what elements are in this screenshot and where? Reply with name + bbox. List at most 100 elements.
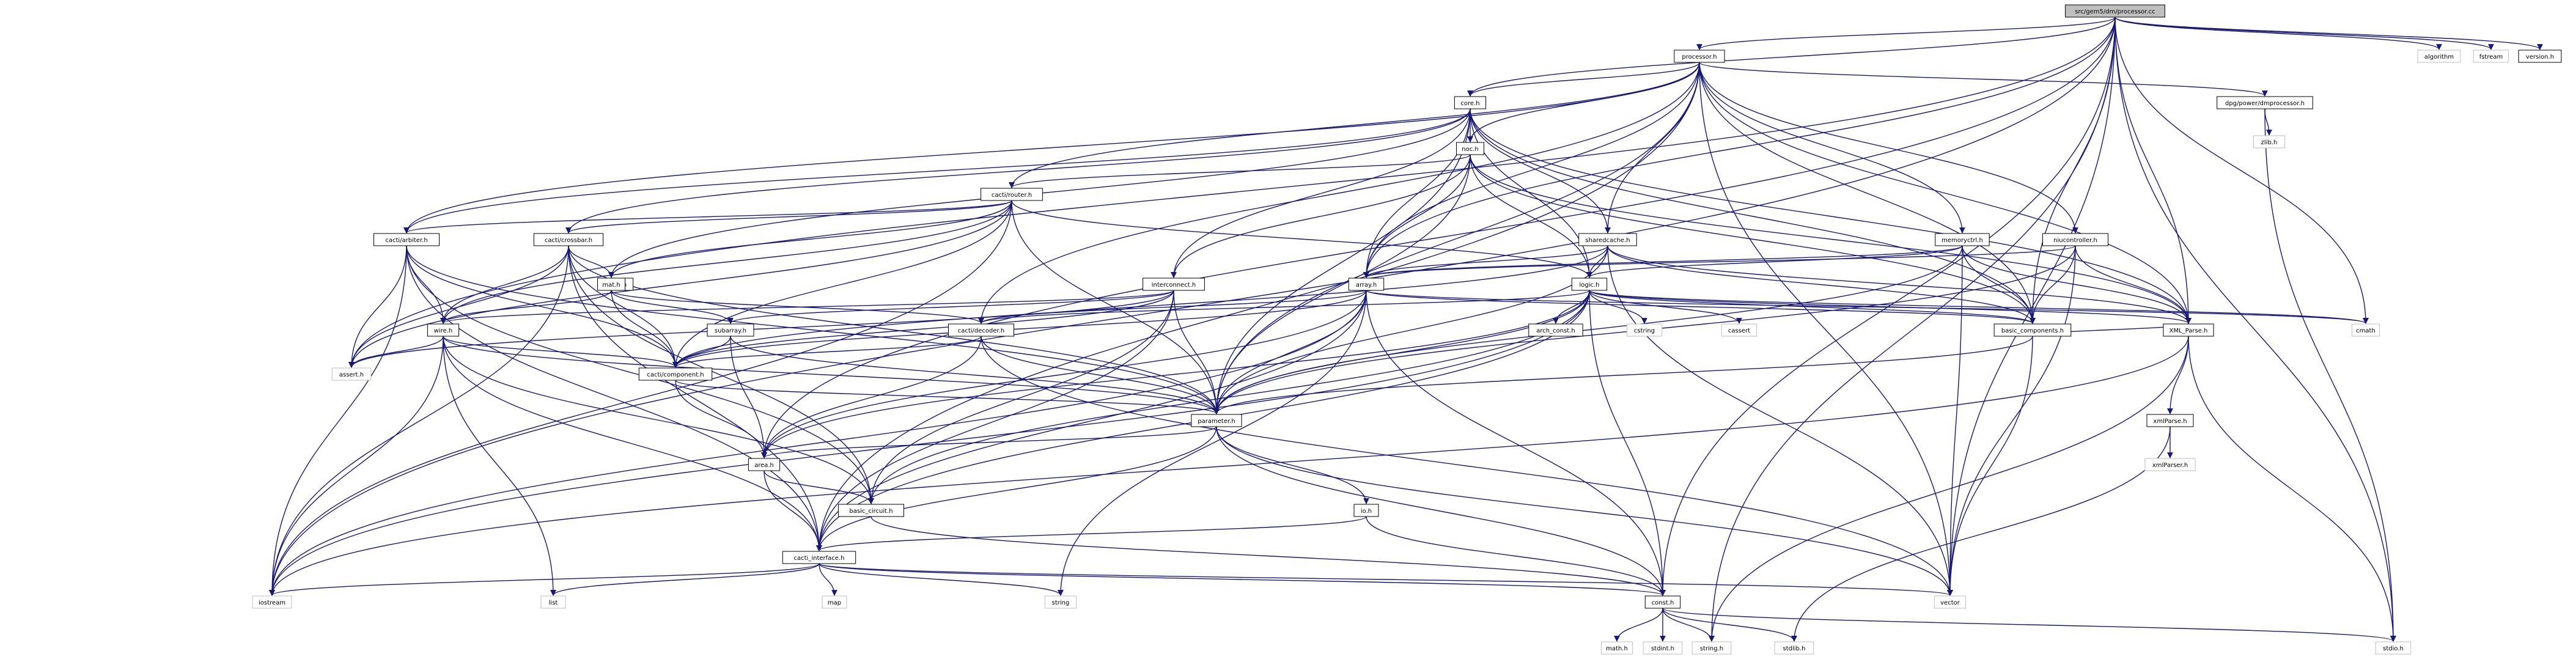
edge-processor_h-to-cacti_arbiter [403,62,1700,234]
node-string_h: string.h [1691,641,1732,655]
edge-cacti_component-to-area_h [675,380,767,458]
node-subarray[interactable]: subarray.h [707,323,754,337]
edge-core_h-to-logic_h [1470,108,1592,278]
edge-cacti_crossbar-to-assert_h [348,245,569,368]
node-xmlparser[interactable]: XML_Parse.h [2163,323,2214,337]
node-mat_h[interactable]: mat.h [597,278,625,291]
node-label-cacti_interface: cacti_interface.h [794,555,845,562]
node-cacti_arbiter[interactable]: cacti/arbiter.h [374,233,440,246]
node-memoryctrl[interactable]: memoryctrl.h [1935,233,1990,246]
edge-logic_h-to-parameter_h [1213,290,1590,414]
node-cacti_h[interactable]: cacti/router.h [981,188,1043,201]
edge-cacti_crossbar-to-parameter_h [568,245,1220,414]
node-label-stdint_h: stdint.h [1651,645,1674,652]
node-parameter_h[interactable]: parameter.h [1191,414,1242,427]
node-box-xmlparser_h [2144,458,2196,471]
node-box-parameter_h [1191,414,1242,427]
edge-cacti_h-to-cacti_crossbar [565,200,1012,234]
node-box-core_h [1454,96,1487,109]
node-label-dpg: dpg/power/dmprocessor.h [2225,100,2305,107]
node-stdio_h: stdio.h [2375,641,2412,655]
node-map: map [822,595,847,609]
node-box-stdio_h [2375,641,2412,655]
node-cacti_crossbar[interactable]: cacti/crossbar.h [533,233,604,246]
node-cmath: cmath [2352,323,2380,337]
node-stdint_h: stdint.h [1643,641,1683,655]
node-sharedcache[interactable]: sharedcache.h [1578,233,1637,246]
node-const_h[interactable]: const.h [1644,595,1681,609]
edge-cacti_decoder-to-vector [981,336,1953,596]
node-label-map: map [828,600,841,606]
node-noc_h[interactable]: noc.h [1456,142,1484,155]
node-label-memoryctrl: memoryctrl.h [1941,237,1983,244]
node-logic_h[interactable]: logic.h [1571,278,1608,291]
node-label-noc_h: noc.h [1462,146,1478,153]
node-box-wire2 [427,323,460,337]
node-box-basic_circuit [838,504,904,517]
node-xmlparse_h[interactable]: xmlParse.h [2146,414,2194,427]
nodes-layer: src/gem5/dm/processor.cc processor.h algor… [252,4,2562,655]
node-basic_components[interactable]: basic_components.h [1993,323,2072,337]
node-root[interactable]: src/gem5/dm/processor.cc [2065,4,2165,18]
node-core_h[interactable]: core.h [1454,96,1487,109]
node-label-vector: vector [1940,600,1960,606]
node-basic_circuit[interactable]: basic_circuit.h [838,504,904,517]
edge-logic_h-to-xmlparser [1589,290,2191,324]
node-arch_const[interactable]: arch_const.h [1528,323,1583,337]
edge-wire2-to-assert_h [348,336,444,368]
edge-cacti_arbiter-to-cacti_interface [406,245,822,551]
node-array_h[interactable]: array.h [1348,278,1385,291]
node-box-cacti_arbiter [374,233,440,246]
node-label-cstring: cstring [1634,328,1655,334]
node-processor_h[interactable]: processor.h [1674,50,1725,63]
edge-cacti_crossbar-to-cacti_interface [568,245,822,551]
edge-io_h-to-cacti_interface [816,516,1367,551]
node-label-zlib_h: zlib.h [2261,139,2278,146]
node-label-cmath: cmath [2356,328,2375,334]
node-fstream: fstream [2473,50,2509,63]
node-label-algorithm: algorithm [2424,54,2454,61]
node-cacti_decoder[interactable]: cacti/decoder.h [948,323,1014,337]
edge-cacti_h-to-parameter_h [1011,200,1220,414]
edge-logic_h-to-basic_circuit [868,290,1590,504]
node-cassert: cassert [1721,323,1757,337]
node-label-processor_h: processor.h [1682,54,1717,61]
edge-noc_h-to-logic_h [1470,154,1592,278]
edge-noc_h-to-parameter_h [1213,154,1471,414]
edge-logic_h-to-cassert [1589,290,1742,324]
edge-processor_h-to-cacti_interface [816,62,1700,551]
edge-subarray-to-parameter_h [730,336,1220,414]
edge-array_h-to-parameter_h [1213,290,1367,414]
edge-root-to-cmath [2114,17,2369,324]
edge-processor_h-to-dpg [1699,62,2268,97]
node-label-arch_const: arch_const.h [1536,328,1575,334]
node-wire2[interactable]: wire.h [427,323,460,337]
node-box-algorithm [2417,50,2461,63]
node-label-sharedcache: sharedcache.h [1585,237,1630,244]
edge-cacti_interface-to-const_h [819,563,1666,596]
edge-cacti_decoder-to-cacti_component [672,336,982,368]
node-niu[interactable]: niucontroller.h [2042,233,2108,246]
node-box-cacti_h [981,188,1043,201]
node-label-cacti_h: cacti/router.h [992,192,1032,199]
node-interconnect[interactable]: interconnect.h [1143,278,1205,291]
node-box-subarray [707,323,754,337]
node-dpg[interactable]: dpg/power/dmprocessor.h [2217,96,2313,109]
node-version_h[interactable]: version.h [2518,50,2562,63]
edge-cacti_h-to-cacti_component [672,200,1012,368]
node-label-list: list [549,600,558,606]
node-cacti_component[interactable]: cacti/component.h [638,367,713,381]
edge-array_h-to-string [1058,290,1367,596]
node-area_h[interactable]: area.h [748,458,781,471]
node-cacti_interface[interactable]: cacti_interface.h [782,551,856,564]
node-label-assert_h: assert.h [339,372,364,378]
node-label-interconnect: interconnect.h [1152,282,1196,289]
node-io_h[interactable]: io.h [1353,504,1379,517]
node-box-xmlparse_h [2146,414,2194,427]
node-label-basic_components: basic_components.h [2001,328,2064,334]
node-box-noc_h [1456,142,1484,155]
node-label-const_h: const.h [1652,600,1674,606]
node-box-stdlib_h [1774,641,1814,655]
node-vector: vector [1934,595,1967,609]
node-label-xmlparser: XML_Parse.h [2169,328,2208,334]
